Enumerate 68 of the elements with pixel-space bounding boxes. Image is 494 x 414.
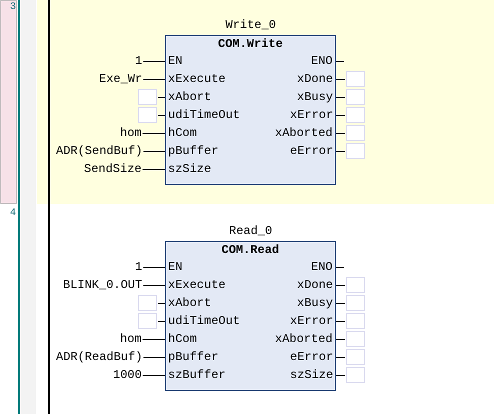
- empty-value-field: [138, 295, 157, 311]
- pin-name: hCom: [168, 126, 197, 140]
- pin-name: udiTimeOut: [168, 108, 240, 122]
- block-type-name: COM.Write: [218, 37, 283, 51]
- variable-name: SendSize: [84, 162, 142, 176]
- connection-line: [142, 375, 168, 376]
- pin-name: xDone: [297, 278, 334, 292]
- empty-value-field: [138, 313, 157, 329]
- instance-name: Read_0: [229, 224, 272, 238]
- network-number: 3: [10, 1, 16, 15]
- connection-line: [142, 79, 168, 80]
- pin-name: EN: [168, 54, 182, 68]
- empty-value-field: [346, 107, 365, 123]
- pin-name: pBuffer: [168, 144, 218, 158]
- variable-name: ADR(ReadBuf): [56, 350, 142, 364]
- pin-name: xExecute: [168, 278, 226, 292]
- connection-line: [142, 61, 168, 62]
- empty-value-field: [346, 89, 365, 105]
- instance-name: Write_0: [226, 18, 276, 32]
- pin-name: xError: [290, 108, 334, 122]
- pin-name: EN: [168, 260, 182, 274]
- pin-name: xExecute: [168, 72, 226, 86]
- pin-name: udiTimeOut: [168, 314, 240, 328]
- pin-name: eError: [290, 350, 334, 364]
- connection-line: [142, 133, 168, 134]
- variable-name: BLINK_0.OUT: [63, 278, 142, 292]
- empty-value-field: [346, 143, 365, 159]
- pin-name: xBusy: [297, 90, 334, 104]
- pin-name: szSize: [168, 162, 212, 176]
- empty-value-field: [346, 367, 365, 383]
- pin-name: szSize: [290, 368, 334, 382]
- empty-value-field: [346, 125, 365, 141]
- pin-name: xBusy: [297, 296, 334, 310]
- empty-value-field: [346, 277, 365, 293]
- network-number: 4: [10, 207, 16, 221]
- empty-value-field: [346, 349, 365, 365]
- connection-line: [142, 339, 168, 340]
- connection-line: [142, 169, 168, 170]
- pin-name: hCom: [168, 332, 197, 346]
- empty-value-field: [138, 107, 157, 123]
- variable-name: hom: [120, 126, 142, 140]
- connection-line: [142, 267, 168, 268]
- pin-name: xError: [290, 314, 334, 328]
- empty-value-field: [346, 71, 365, 87]
- variable-name: hom: [120, 332, 142, 346]
- pin-name: pBuffer: [168, 350, 218, 364]
- variable-name: Exe_Wr: [99, 72, 142, 86]
- pin-name: xAborted: [275, 332, 333, 346]
- block-type-name: COM.Read: [222, 243, 280, 257]
- pin-name: eError: [290, 144, 334, 158]
- empty-value-field: [346, 295, 365, 311]
- empty-value-field: [346, 331, 365, 347]
- pin-name: xAbort: [168, 296, 212, 310]
- pin-name: xAbort: [168, 90, 212, 104]
- empty-value-field: [346, 313, 365, 329]
- connection-line: [142, 357, 168, 358]
- variable-name: 1000: [113, 368, 142, 382]
- pin-name: ENO: [311, 260, 333, 274]
- pin-name: ENO: [311, 54, 333, 68]
- empty-value-field: [138, 89, 157, 105]
- pin-name: szBuffer: [168, 368, 226, 382]
- pin-name: xAborted: [275, 126, 333, 140]
- variable-name: 1: [135, 260, 142, 274]
- variable-name: 1: [135, 54, 142, 68]
- connection-line: [142, 151, 168, 152]
- connection-line: [142, 285, 168, 286]
- variable-name: ADR(SendBuf): [56, 144, 142, 158]
- pin-name: xDone: [297, 72, 334, 86]
